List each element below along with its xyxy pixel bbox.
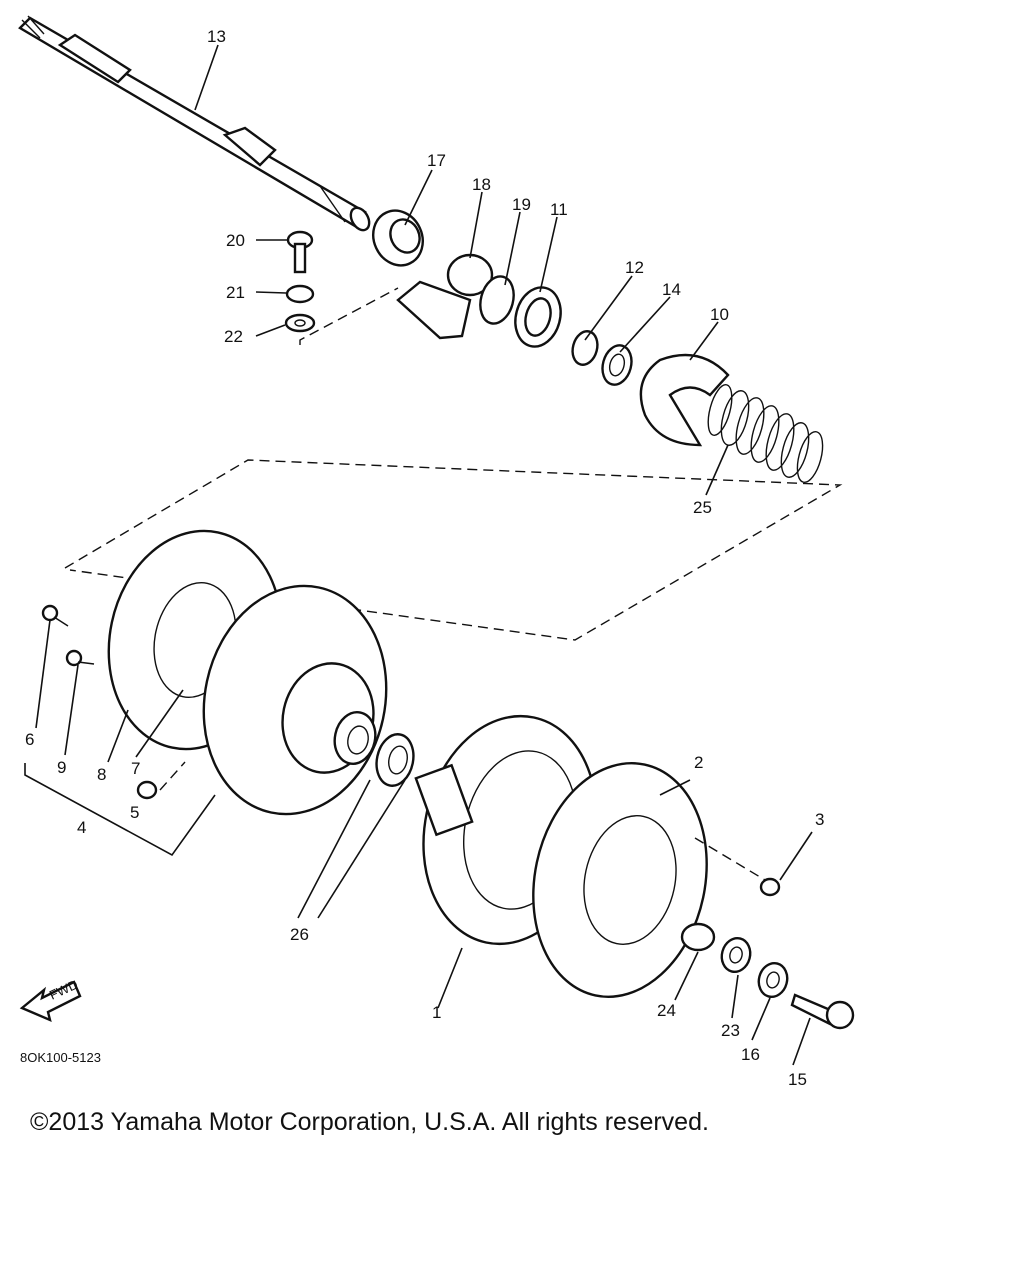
label-10: 10 bbox=[710, 305, 729, 324]
label-16: 16 bbox=[741, 1045, 760, 1064]
assembly-line-upper bbox=[299, 287, 399, 345]
label-18: 18 bbox=[472, 175, 491, 194]
assembly-line-lower bbox=[694, 837, 766, 881]
label-17: 17 bbox=[427, 151, 446, 170]
movable-sheave-part bbox=[202, 584, 388, 816]
fwd-arrow-icon: FWD bbox=[19, 977, 82, 1023]
label-6: 6 bbox=[25, 730, 34, 749]
label-3: 3 bbox=[815, 810, 824, 829]
label-12: 12 bbox=[625, 258, 644, 277]
bracket-part bbox=[396, 253, 494, 340]
label-25: 25 bbox=[693, 498, 712, 517]
cam-part bbox=[639, 353, 730, 447]
label-8: 8 bbox=[97, 765, 106, 784]
label-22: 22 bbox=[224, 327, 243, 346]
label-19: 19 bbox=[512, 195, 531, 214]
bearing-part bbox=[372, 209, 424, 267]
label-5: 5 bbox=[130, 803, 139, 822]
label-13: 13 bbox=[207, 27, 226, 46]
leader-lines bbox=[35, 44, 813, 1066]
label-9: 9 bbox=[57, 758, 66, 777]
small-hardware bbox=[41, 604, 855, 1030]
bracket-line-4 bbox=[24, 763, 216, 857]
assembly-outline bbox=[64, 459, 843, 641]
label-24: 24 bbox=[657, 1001, 676, 1020]
label-14: 14 bbox=[662, 280, 681, 299]
label-15: 15 bbox=[788, 1070, 807, 1089]
bolt-washer-set bbox=[284, 230, 316, 333]
copyright-notice: ©2013 Yamaha Motor Corporation, U.S.A. A… bbox=[30, 1108, 709, 1136]
ring-set bbox=[479, 275, 633, 386]
label-1: 1 bbox=[432, 1003, 441, 1022]
bushing-part bbox=[375, 733, 415, 787]
bracket-dash-5 bbox=[159, 761, 186, 791]
label-23: 23 bbox=[721, 1021, 740, 1040]
label-26: 26 bbox=[290, 925, 309, 944]
cover-disc-part bbox=[532, 762, 708, 998]
label-7: 7 bbox=[131, 759, 140, 778]
exploded-parts-diagram: 13 17 18 19 11 12 14 10 20 21 22 25 6 9 … bbox=[18, 15, 855, 1089]
label-21: 21 bbox=[226, 283, 245, 302]
label-11: 11 bbox=[550, 200, 568, 219]
spring-part bbox=[707, 384, 824, 483]
drawing-code: 8OK100-5123 bbox=[20, 1050, 101, 1065]
label-20: 20 bbox=[226, 231, 245, 250]
label-4: 4 bbox=[77, 818, 86, 837]
shaft-part bbox=[18, 15, 371, 232]
label-2: 2 bbox=[694, 753, 703, 772]
